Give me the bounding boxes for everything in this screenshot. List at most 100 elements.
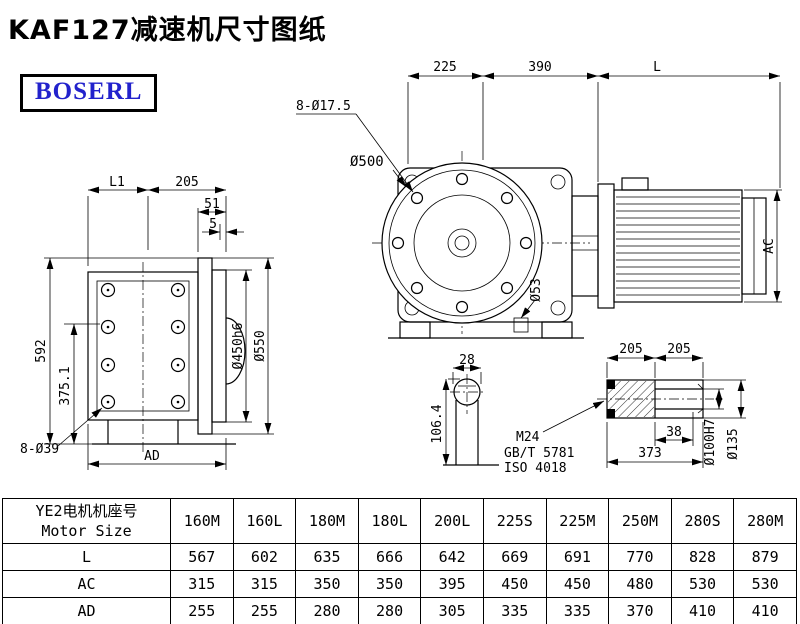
cell: 350: [357, 570, 422, 598]
cell: 602: [232, 543, 297, 571]
col-header-250m: 250M: [608, 498, 672, 544]
cell: 370: [608, 597, 672, 624]
cell: 350: [295, 570, 359, 598]
table-row-ac: AC 315 315 350 350 395 450 450 480 530 5…: [2, 570, 797, 598]
cell: 410: [670, 597, 735, 624]
dim-label-l: L: [653, 60, 661, 75]
motor-flange: [597, 183, 615, 309]
seal-top: [607, 380, 615, 389]
flange-circle-inner: [388, 169, 536, 317]
cell: 828: [670, 543, 735, 571]
cell: 315: [232, 570, 297, 598]
dim-label-dia450h6: Ø450h6: [231, 323, 246, 370]
dim-label-225: 225: [433, 60, 456, 75]
extension-lines: [448, 372, 482, 384]
mounting-feet: [388, 317, 584, 339]
dia-label-100h7: Ø100H7: [703, 419, 718, 466]
cell: 255: [232, 597, 297, 624]
dia-label-135: Ø135: [726, 428, 741, 459]
cell: 642: [420, 543, 484, 571]
col-header-200l: 200L: [420, 498, 484, 544]
dim-label-dia550: Ø550: [253, 330, 268, 361]
table-row-ad: AD 255 255 280 280 305 335 335 370 410 4…: [2, 597, 797, 624]
dimension-lines: [46, 186, 272, 468]
dim-label-38: 38: [666, 425, 682, 440]
table-header-row: YE2电机机座号 Motor Size 160M 160L 180M 180L …: [2, 498, 797, 544]
bolt-note-8d39: 8-Ø39: [20, 442, 59, 457]
cell: 450: [545, 570, 610, 598]
col-header-225s: 225S: [482, 498, 547, 544]
dim-label-ad: AD: [144, 449, 160, 464]
dim-label-51: 51: [204, 197, 220, 212]
shaft-bore-circle: [447, 228, 477, 258]
flange-bolt-holes: [391, 172, 533, 314]
adapter-bell: [571, 195, 599, 297]
cell: 280: [295, 597, 359, 624]
technical-drawing: L1 205 51 5 Ø450h6 Ø550 592 375.1 8-Ø39 …: [20, 60, 782, 476]
shaft-end-view: 28 106.4: [430, 353, 499, 466]
cell: 395: [420, 570, 484, 598]
dim-label-ac: AC: [762, 238, 777, 254]
side-view: L1 205 51 5 Ø450h6 Ø550 592 375.1 8-Ø39 …: [20, 175, 274, 470]
dim-label-390: 390: [528, 60, 551, 75]
dim-label-28: 28: [459, 353, 475, 368]
hub-circle: [413, 194, 511, 292]
dim-label-373: 373: [638, 446, 661, 461]
thread-note-m24: M24: [516, 430, 540, 445]
extension-lines: [44, 196, 274, 470]
row-label-l: L: [2, 543, 171, 571]
cell: 335: [482, 597, 547, 624]
cell: 335: [545, 597, 610, 624]
dim-label-205b: 205: [667, 342, 690, 357]
dim-label-205a: 205: [619, 342, 642, 357]
row-label-ac: AC: [2, 570, 171, 598]
cell: 691: [545, 543, 610, 571]
col-header-280m: 280M: [733, 498, 797, 544]
col-header-280s: 280S: [670, 498, 735, 544]
dim-label-106: 106.4: [430, 404, 445, 443]
motor-size-header-en: Motor Size: [41, 522, 132, 540]
col-header-225m: 225M: [545, 498, 610, 544]
cell: 280: [357, 597, 422, 624]
dia-label-500: Ø500: [350, 154, 384, 170]
cell: 635: [295, 543, 359, 571]
dim-label-5: 5: [209, 217, 217, 232]
motor-assembly: [571, 177, 767, 309]
dim-label-205: 205: [175, 175, 198, 190]
page-title: KAF127减速机尺寸图纸: [8, 15, 327, 46]
row-label-ad: AD: [2, 597, 171, 624]
motor-size-header: YE2电机机座号 Motor Size: [2, 498, 171, 544]
cell: 530: [733, 570, 797, 598]
cell: 770: [608, 543, 672, 571]
flange-spigot: [211, 269, 227, 423]
cell: 879: [733, 543, 797, 571]
motor-size-table: YE2电机机座号 Motor Size 160M 160L 180M 180L …: [2, 498, 797, 624]
cell: 315: [170, 570, 234, 598]
dimension-lines: [542, 354, 745, 466]
boserl-logo: BOSERL: [20, 74, 158, 112]
output-flange: [197, 257, 213, 435]
cell: 480: [608, 570, 672, 598]
cell: 305: [420, 597, 484, 624]
col-header-180l: 180L: [357, 498, 422, 544]
dia-label-53: Ø53: [529, 278, 544, 301]
standard-note-gb: GB/T 5781: [504, 446, 574, 461]
table-row-l: L 567 602 635 666 642 669 691 770 828 87…: [2, 543, 797, 571]
col-header-160m: 160M: [170, 498, 234, 544]
dim-label-l1: L1: [109, 175, 125, 190]
dim-label-375: 375.1: [58, 366, 73, 405]
cell: 450: [482, 570, 547, 598]
flange-circle-outer: [381, 162, 543, 324]
motor-fins: [616, 196, 740, 296]
col-header-180m: 180M: [295, 498, 359, 544]
col-header-160l: 160L: [232, 498, 297, 544]
cell: 410: [733, 597, 797, 624]
standard-note-iso: ISO 4018: [504, 461, 567, 476]
dim-label-592: 592: [34, 339, 49, 362]
cell: 567: [170, 543, 234, 571]
mounting-holes: [100, 282, 186, 410]
extension-lines: [296, 82, 782, 303]
hollow-shaft-detail: 205 205 38 373 Ø100H7 Ø135 M24 GB/T 5781…: [504, 342, 746, 476]
cell: 530: [670, 570, 735, 598]
